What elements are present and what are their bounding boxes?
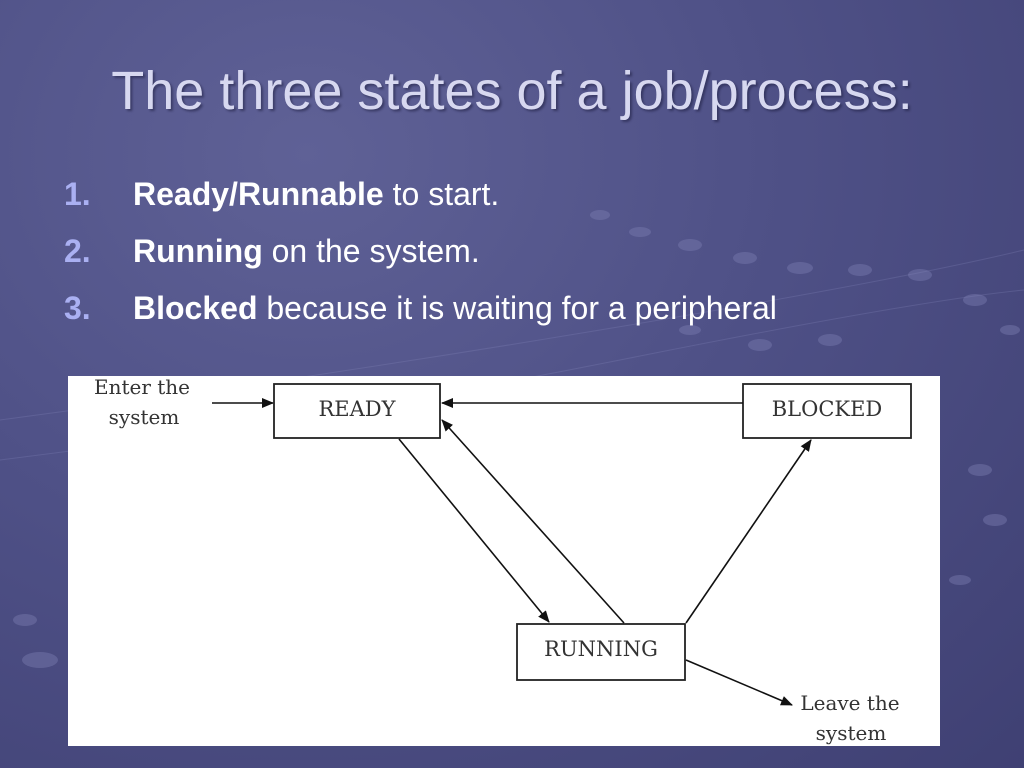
state-term: Blocked — [133, 290, 258, 326]
state-description: because it is waiting for a peripheral — [257, 290, 777, 326]
state-diagram-svg: Enter the system READY BLOCKED RUNNING L… — [94, 375, 912, 745]
enter-label-line2: system — [109, 405, 180, 429]
state-description: on the system. — [262, 233, 480, 269]
leave-label-line1: Leave the — [800, 691, 899, 715]
state-description: to start. — [383, 176, 500, 212]
running-state-label: RUNNING — [544, 637, 658, 661]
running-state-box — [516, 623, 686, 681]
enter-label-line1: Enter the — [94, 376, 190, 399]
ready-state-label: READY — [318, 397, 396, 421]
state-term: Ready/Runnable — [133, 176, 384, 212]
state-list: 1. Ready/Runnable to start. 2. Running o… — [64, 176, 777, 347]
ready-state-box — [273, 383, 441, 439]
blocked-state-box — [742, 383, 912, 439]
slide-title: The three states of a job/process: — [111, 61, 913, 121]
state-diagram: Enter the system READY BLOCKED RUNNING L… — [68, 375, 940, 746]
blocked-state-label: BLOCKED — [772, 397, 883, 421]
leave-arrow — [685, 659, 793, 706]
list-item: 2. Running on the system. — [64, 233, 777, 290]
list-number: 1. — [64, 176, 91, 212]
list-number: 2. — [64, 233, 91, 269]
leave-label-line2: system — [816, 721, 887, 745]
ready-to-running-arrow — [398, 438, 550, 623]
running-to-ready-arrow — [441, 419, 625, 624]
list-number: 3. — [64, 290, 91, 326]
list-item: 1. Ready/Runnable to start. — [64, 176, 777, 233]
list-item: 3. Blocked because it is waiting for a p… — [64, 290, 777, 347]
state-term: Running — [133, 233, 263, 269]
running-to-blocked-arrow — [685, 439, 812, 624]
